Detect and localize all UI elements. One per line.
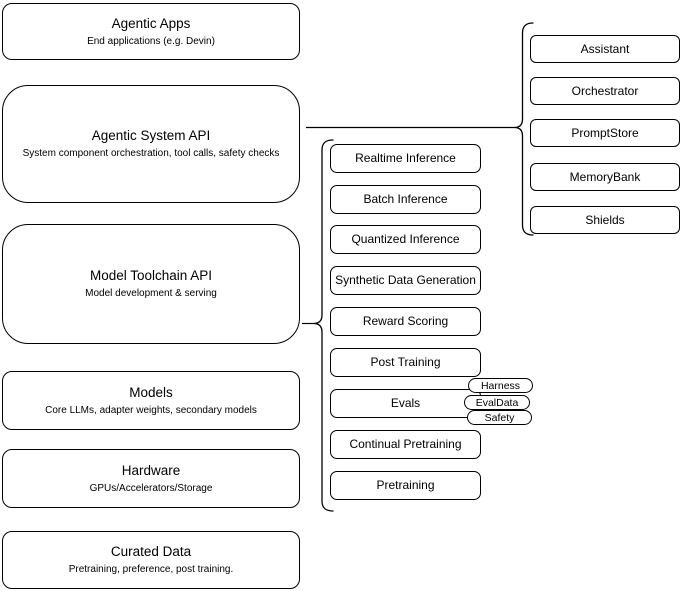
node-subtitle: End applications (e.g. Devin) (87, 35, 215, 47)
node-curated-data: Curated Data Pretraining, preference, po… (2, 531, 300, 589)
node-subtitle: System component orchestration, tool cal… (22, 148, 280, 159)
node-pretraining: Pretraining (330, 471, 481, 500)
node-realtime-inference: Realtime Inference (330, 144, 481, 173)
node-title: Hardware (121, 462, 181, 478)
node-hardware: Hardware GPUs/Accelerators/Storage (2, 449, 300, 508)
node-subtitle: Pretraining, preference, post training. (68, 564, 234, 575)
node-post-training: Post Training (330, 348, 481, 377)
node-evals: Evals (330, 389, 481, 418)
tag-safety: Safety (467, 410, 532, 425)
node-title: Models (129, 384, 173, 400)
tag-harness: Harness (468, 378, 533, 393)
node-batch-inference: Batch Inference (330, 185, 481, 214)
node-orchestrator: Orchestrator (530, 77, 680, 105)
node-assistant: Assistant (530, 35, 680, 63)
node-models: Models Core LLMs, adapter weights, secon… (2, 371, 300, 430)
node-title: Agentic System API (91, 128, 211, 143)
node-subtitle: Model development & serving (85, 288, 217, 299)
node-title: Model Toolchain API (89, 268, 213, 283)
node-memorybank: MemoryBank (530, 163, 680, 191)
node-reward-scoring: Reward Scoring (330, 307, 481, 336)
node-promptstore: PromptStore (530, 119, 680, 147)
node-synthetic-data-generation: Synthetic Data Generation (330, 266, 481, 295)
node-quantized-inference: Quantized Inference (330, 225, 481, 254)
node-shields: Shields (530, 206, 680, 234)
node-title: Curated Data (110, 544, 192, 559)
tag-evaldata: EvalData (464, 395, 530, 410)
node-model-toolchain-api: Model Toolchain API Model development & … (2, 224, 300, 344)
node-agentic-apps: Agentic Apps End applications (e.g. Devi… (2, 3, 300, 60)
node-subtitle: GPUs/Accelerators/Storage (89, 482, 213, 494)
node-continual-pretraining: Continual Pretraining (330, 430, 481, 459)
node-subtitle: Core LLMs, adapter weights, secondary mo… (45, 404, 257, 416)
node-agentic-system-api: Agentic System API System component orch… (2, 85, 300, 203)
node-title: Agentic Apps (111, 15, 191, 31)
